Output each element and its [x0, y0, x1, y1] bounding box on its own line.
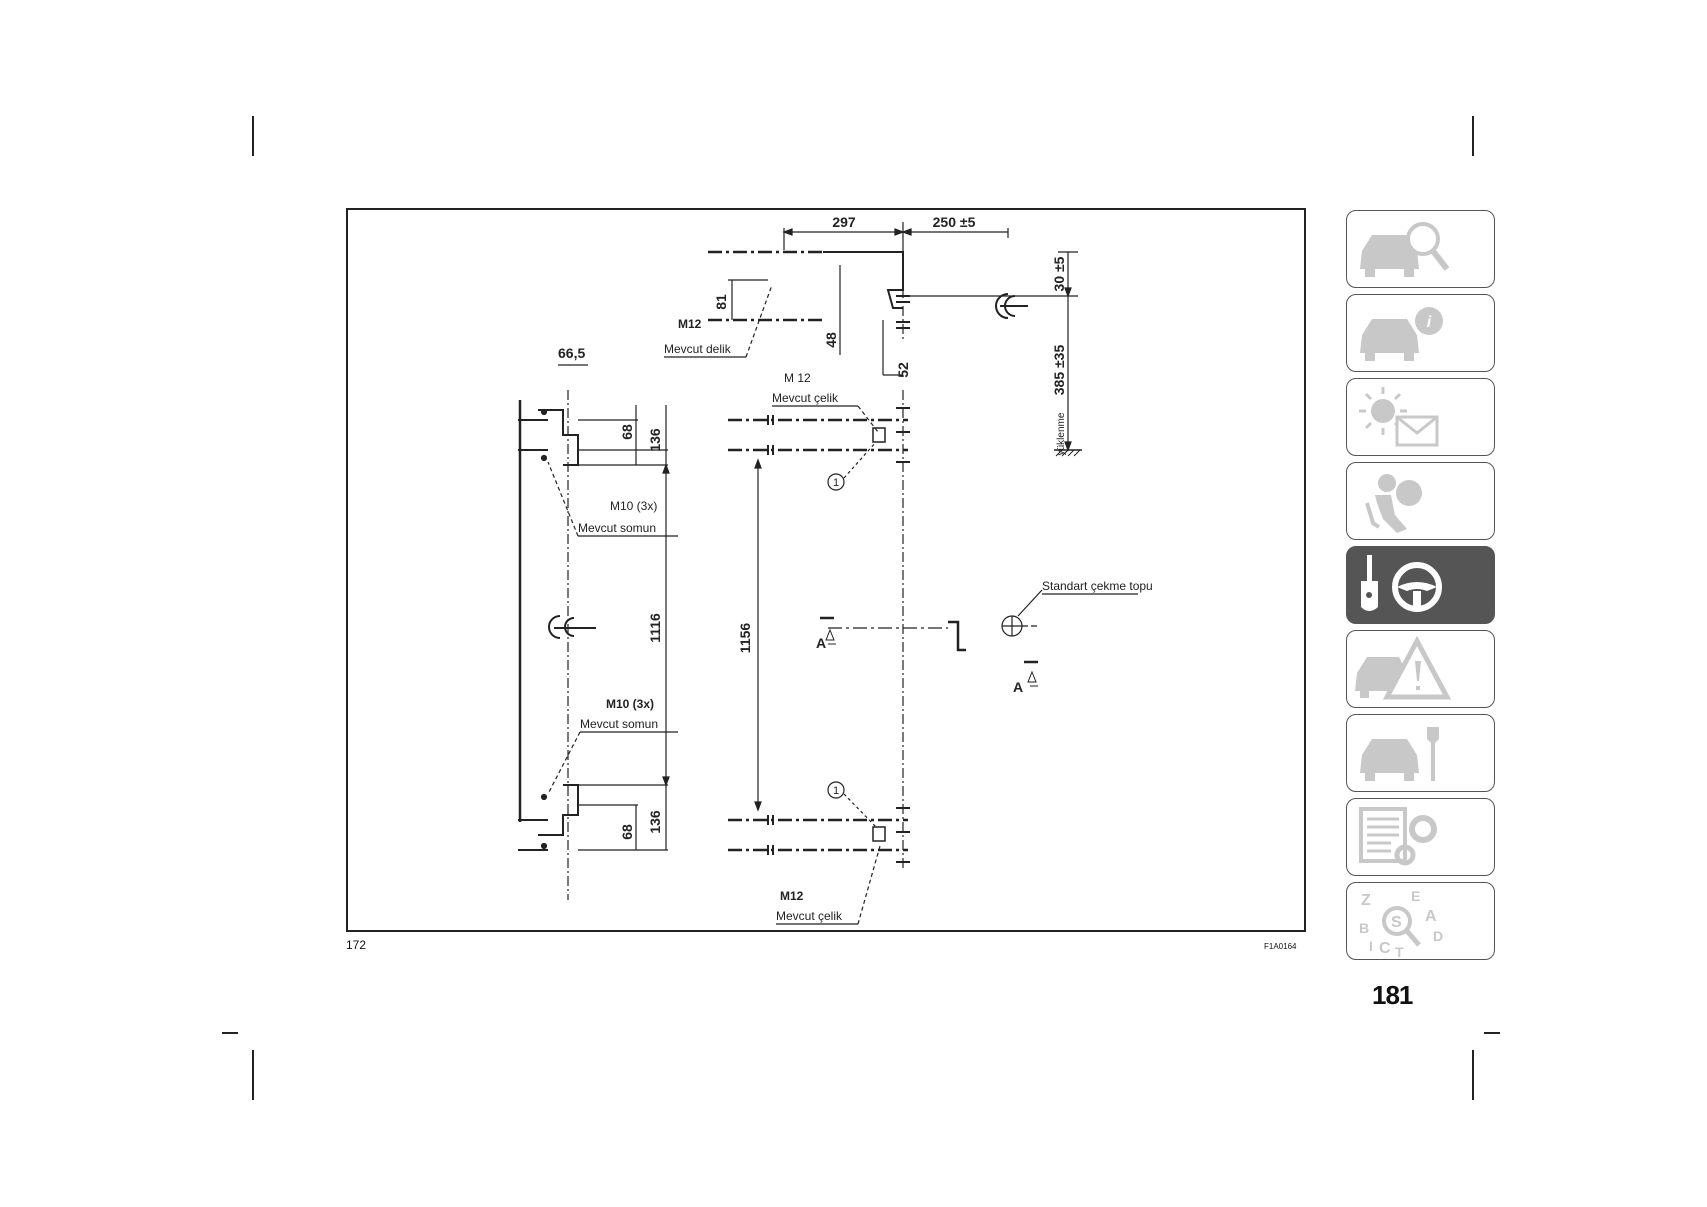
svg-text:I: I [1369, 938, 1373, 954]
svg-text:E: E [1411, 888, 1420, 904]
car-info-icon: i [1360, 307, 1443, 361]
dim-48: 48 [823, 332, 839, 348]
section-a-right: A [1013, 679, 1023, 695]
dim-66-5: 66,5 [558, 345, 585, 361]
ref-1-bottom: 1 [833, 785, 839, 797]
label-mevcut-celik-top: Mevcut çelik [772, 391, 839, 405]
label-m12-mid: M 12 [784, 371, 811, 385]
label-m10-bottom: M10 (3x) [606, 697, 654, 711]
label-m12-top: M12 [678, 317, 702, 331]
svg-text:D: D [1433, 928, 1443, 944]
dim-1156: 1156 [737, 623, 753, 654]
figure-number: 172 [346, 938, 367, 952]
reference-marker [827, 781, 845, 799]
dim-30: 30 ±5 [1051, 256, 1067, 291]
tow-ball-outline [548, 615, 596, 639]
dim-81: 81 [713, 294, 729, 310]
svg-text:i: i [1427, 314, 1432, 331]
label-mevcut-somun-bottom: Mevcut somun [580, 717, 658, 731]
crop-mark [1472, 1050, 1474, 1100]
seat-airbag-icon [1365, 474, 1422, 533]
tow-ball-outline [995, 293, 1028, 319]
ref-1-top: 1 [833, 477, 839, 489]
tab-starting-driving[interactable] [1346, 546, 1495, 624]
chapter-tabs: i [1346, 210, 1497, 966]
label-yuklenme: yüklenme [1056, 412, 1067, 455]
tab-index[interactable]: Z E A B D I C T S [1346, 882, 1495, 960]
crop-mark [252, 116, 254, 156]
bumper-profile [823, 251, 904, 309]
tab-technical-data[interactable] [1346, 798, 1495, 876]
dim-297: 297 [832, 214, 856, 230]
car-maintenance-icon [1360, 727, 1439, 781]
crop-mark [222, 1032, 238, 1034]
svg-text:C: C [1379, 940, 1391, 957]
tab-safety-info[interactable]: i [1346, 294, 1495, 372]
label-m12-bottom: M12 [780, 889, 804, 903]
label-mevcut-delik: Mevcut delik [664, 342, 732, 356]
crop-mark [1484, 1032, 1500, 1034]
svg-text:Z: Z [1361, 892, 1371, 909]
page-number: 181 [1372, 980, 1413, 1010]
figure-code: F1A0164 [1264, 942, 1297, 951]
label-mevcut-somun-top: Mevcut somun [578, 521, 656, 535]
label-m10-top: M10 (3x) [610, 499, 657, 513]
svg-text:T: T [1395, 944, 1404, 960]
section-a-left: A [816, 635, 826, 651]
svg-text:S: S [1391, 914, 1402, 931]
label-mevcut-celik-bottom: Mevcut çelik [776, 909, 843, 923]
dim-385: 385 ±35 [1051, 345, 1067, 396]
key-steering-wheel-icon [1361, 555, 1442, 612]
label-standart-cekme-topu: Standart çekme topu [1042, 579, 1153, 593]
dim-1116: 1116 [647, 613, 663, 643]
tab-warning-lights[interactable] [1346, 378, 1495, 456]
reference-marker [827, 473, 845, 491]
dim-52: 52 [895, 362, 911, 378]
alphabetical-index-icon: Z E A B D I C T S [1359, 888, 1443, 960]
svg-text:A: A [1425, 908, 1437, 925]
car-inspection-icon [1360, 222, 1450, 277]
tab-safety-seats[interactable] [1346, 462, 1495, 540]
warning-light-message-icon [1359, 387, 1439, 447]
svg-text:B: B [1359, 920, 1369, 936]
crop-mark [1472, 116, 1474, 156]
crop-mark [252, 1050, 254, 1100]
tow-hitch-drawing: 297 250 ±5 30 ±5 385 ±35 yüklenme 81 48 … [346, 208, 1306, 932]
dim-136-bottom: 136 [647, 810, 663, 834]
car-breakdown-warning-icon [1355, 635, 1452, 700]
tab-emergency[interactable] [1346, 630, 1495, 708]
dim-68-top: 68 [619, 424, 635, 440]
tab-dashboard-controls[interactable] [1346, 210, 1495, 288]
dim-250: 250 ±5 [933, 214, 976, 230]
dim-68-bottom: 68 [619, 824, 635, 840]
dim-136-top: 136 [647, 428, 663, 452]
tab-maintenance[interactable] [1346, 714, 1495, 792]
tow-bar-profile [948, 620, 966, 652]
technical-data-icon [1359, 807, 1437, 866]
